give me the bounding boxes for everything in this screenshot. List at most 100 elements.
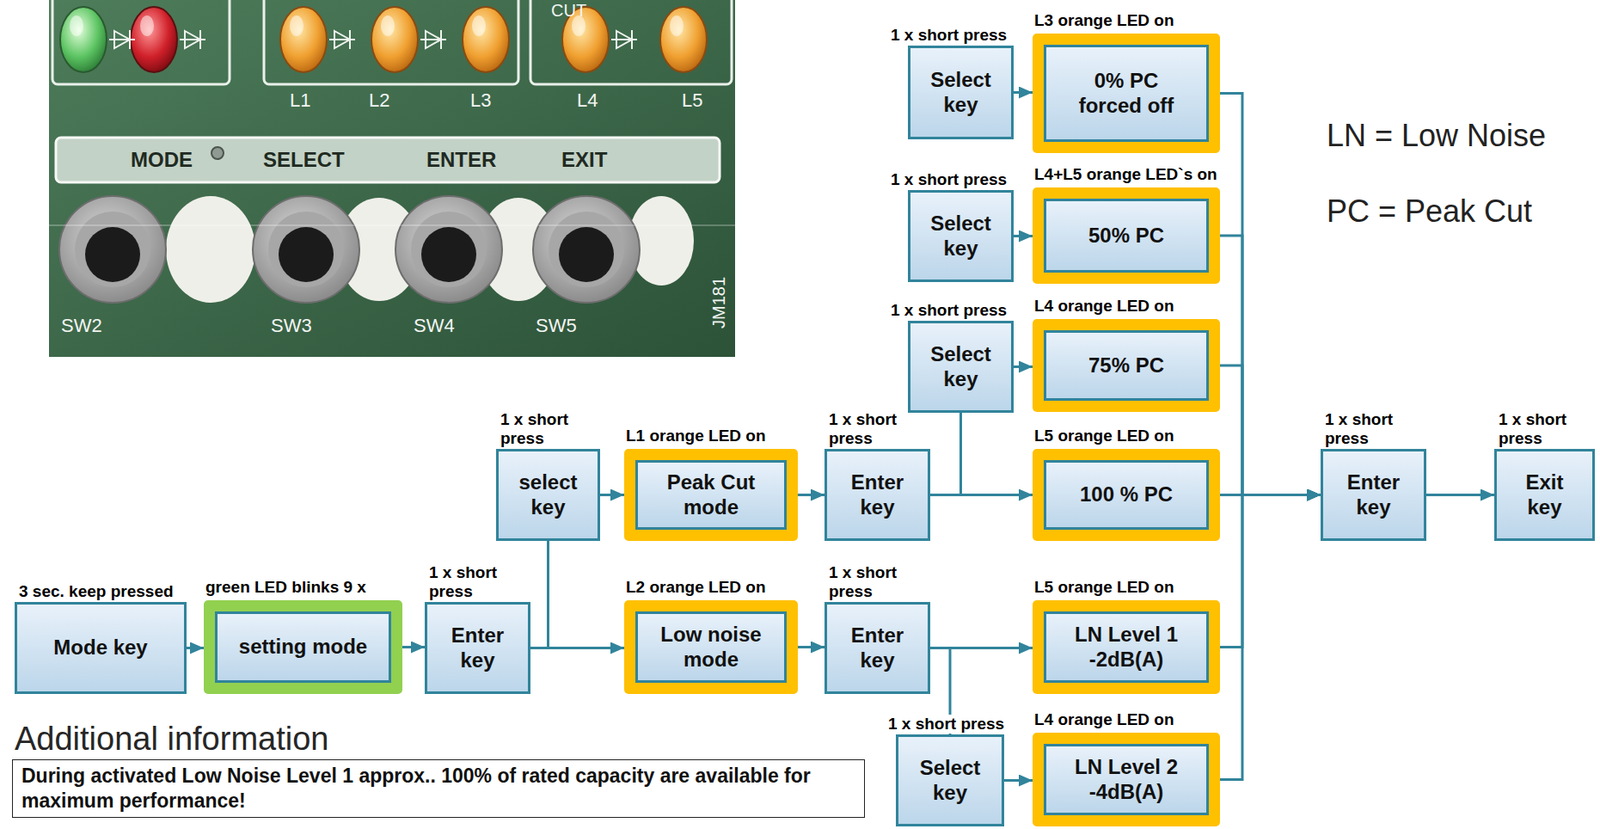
- box-face: Peak Cut mode: [635, 459, 787, 530]
- board-marking: L2: [368, 91, 390, 111]
- box-face: 75% PC: [1043, 330, 1209, 401]
- flow-connector: [797, 493, 825, 497]
- step-caption: 1 x short press: [1323, 410, 1413, 448]
- orange-led: [280, 6, 327, 73]
- step-caption: 1 x short press: [1496, 410, 1587, 448]
- box-label: Exit key: [1508, 470, 1582, 521]
- led-highlight: [669, 15, 684, 37]
- board-marking: SW2: [61, 316, 103, 336]
- screw: [211, 147, 224, 160]
- flow-connector: [530, 540, 549, 649]
- note-box: Additional informationDuring activated L…: [12, 759, 865, 818]
- push-button-cap: [85, 226, 141, 282]
- button-label-panel: [55, 137, 720, 183]
- step-caption: 1 x short press: [827, 563, 917, 601]
- box-label: Low noise mode: [655, 622, 767, 673]
- step-caption: L3 orange LED on: [1032, 11, 1177, 31]
- step-caption: 1 x short press: [886, 714, 1006, 734]
- push-button-ring: [410, 211, 487, 288]
- step-caption: L4 orange LED on: [1032, 710, 1177, 730]
- flow-connector: [186, 646, 204, 650]
- flow-connector: [1219, 93, 1321, 496]
- key-box: 1 x short pressselect key: [496, 448, 601, 541]
- state-box: LN Level 1 -2dB(A)L5 orange LED on: [1032, 600, 1220, 694]
- box-face: setting mode: [214, 611, 392, 683]
- box-label: Enter key: [839, 623, 917, 674]
- orange-led: [462, 6, 509, 73]
- photo-glare: [49, 225, 736, 227]
- box-label: setting mode: [239, 634, 368, 660]
- flow-connector: [1013, 234, 1033, 238]
- led-highlight: [140, 15, 154, 37]
- abbreviation-key: PC = Peak Cut: [1326, 196, 1533, 227]
- diode-symbol: [611, 30, 638, 50]
- push-button-cap: [558, 226, 614, 282]
- led-highlight: [289, 15, 304, 37]
- led-highlight: [69, 15, 84, 37]
- step-caption: L1 orange LED on: [624, 426, 768, 446]
- board-marking: L5: [681, 91, 703, 111]
- state-box: setting modegreen LED blinks 9 x: [203, 600, 403, 694]
- flow-connector: [1219, 365, 1321, 496]
- box-label: 0% PC forced off: [1066, 68, 1187, 119]
- box-label: Select key: [922, 342, 1000, 393]
- box-label: Peak Cut mode: [655, 470, 767, 521]
- state-box: 100 % PCL5 orange LED on: [1032, 448, 1220, 541]
- board-marking: SELECT: [263, 149, 345, 171]
- pcb-photo: [49, 0, 736, 357]
- state-box: 50% PCL4+L5 orange LED`s on: [1032, 187, 1220, 284]
- flow-connector: [1219, 495, 1321, 648]
- push-button: [59, 196, 166, 303]
- board-marking: SW5: [535, 316, 577, 336]
- flow-connector: [1013, 91, 1033, 94]
- key-box: 1 x short pressExit key: [1494, 448, 1595, 541]
- board-marking: CUT: [551, 1, 587, 19]
- box-label: Mode key: [53, 635, 148, 661]
- silkscreen-outline: [52, 0, 230, 85]
- box-face: LN Level 1 -2dB(A): [1043, 611, 1209, 683]
- flow-connector: [1219, 495, 1321, 780]
- push-button: [252, 196, 360, 303]
- state-box: 0% PC forced offL3 orange LED on: [1032, 33, 1220, 154]
- key-box: 1 x short pressSelect key: [907, 45, 1014, 140]
- circuit-board: [49, 0, 736, 357]
- box-face: 50% PC: [1043, 198, 1209, 273]
- key-box: 1 x short pressEnter key: [424, 601, 531, 694]
- flow-connector: [930, 412, 962, 496]
- key-box: 1 x short pressSelect key: [907, 320, 1014, 413]
- diode-symbol: [109, 30, 135, 50]
- board-marking: MODE: [130, 149, 193, 171]
- flow-connector: [1426, 493, 1495, 497]
- step-caption: L2 orange LED on: [624, 577, 768, 597]
- green-led: [60, 6, 107, 73]
- key-box: 1 x short pressEnter key: [824, 601, 931, 694]
- push-button-ring: [268, 211, 344, 288]
- board-marking: EXIT: [561, 149, 607, 171]
- flow-connector: [797, 645, 825, 649]
- box-label: select key: [509, 470, 588, 521]
- push-button: [395, 196, 503, 303]
- state-box: Peak Cut modeL1 orange LED on: [624, 448, 798, 541]
- box-label: LN Level 1 -2dB(A): [1066, 622, 1187, 673]
- board-marking: SW4: [413, 316, 455, 336]
- box-face: 100 % PC: [1043, 459, 1209, 530]
- box-label: Enter key: [1335, 470, 1413, 521]
- key-box: 3 sec. keep pressedMode key: [14, 601, 187, 694]
- box-face: LN Level 2 -4dB(A): [1043, 743, 1209, 816]
- box-label: 50% PC: [1088, 223, 1165, 249]
- flow-connector: [1013, 365, 1033, 368]
- step-caption: green LED blinks 9 x: [203, 577, 368, 597]
- box-label: Select key: [911, 755, 989, 806]
- box-face: 0% PC forced off: [1043, 44, 1209, 142]
- push-button-cap: [421, 226, 477, 282]
- state-box: LN Level 2 -4dB(A)L4 orange LED on: [1032, 732, 1220, 827]
- silkscreen-outline: [263, 0, 519, 85]
- abbreviation-key: LN = Low Noise: [1326, 120, 1546, 152]
- step-caption: 3 sec. keep pressed: [17, 582, 176, 601]
- step-caption: L5 orange LED on: [1032, 426, 1177, 446]
- key-box: 1 x short pressEnter key: [824, 448, 931, 541]
- push-button-ring: [74, 211, 151, 288]
- diode-symbol: [420, 30, 447, 50]
- board-marking: L4: [576, 91, 598, 111]
